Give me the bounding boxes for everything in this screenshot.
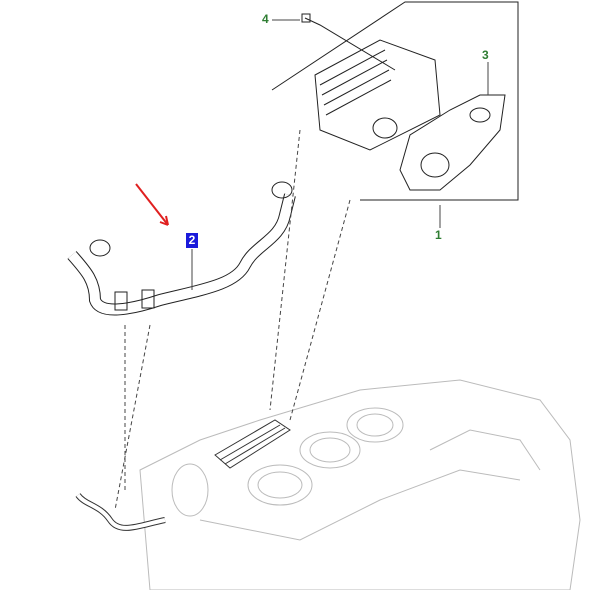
- upper-hose: [67, 181, 296, 316]
- leader-lines: [114, 129, 351, 511]
- red-arrow: [135, 183, 169, 226]
- oil-cooler-lower: [214, 419, 291, 469]
- callout-2-highlighted[interactable]: 2: [186, 233, 198, 248]
- lower-hose: [75, 493, 166, 531]
- gasket: [399, 94, 506, 191]
- bolt: [301, 13, 396, 71]
- engine-block: [139, 379, 581, 590]
- oil-cooler: [314, 39, 441, 151]
- kit-box: [271, 1, 519, 201]
- callout-1[interactable]: 1: [435, 228, 442, 242]
- callout-leaders: [191, 19, 489, 290]
- callout-3[interactable]: 3: [482, 48, 489, 62]
- callout-4[interactable]: 4: [262, 12, 269, 26]
